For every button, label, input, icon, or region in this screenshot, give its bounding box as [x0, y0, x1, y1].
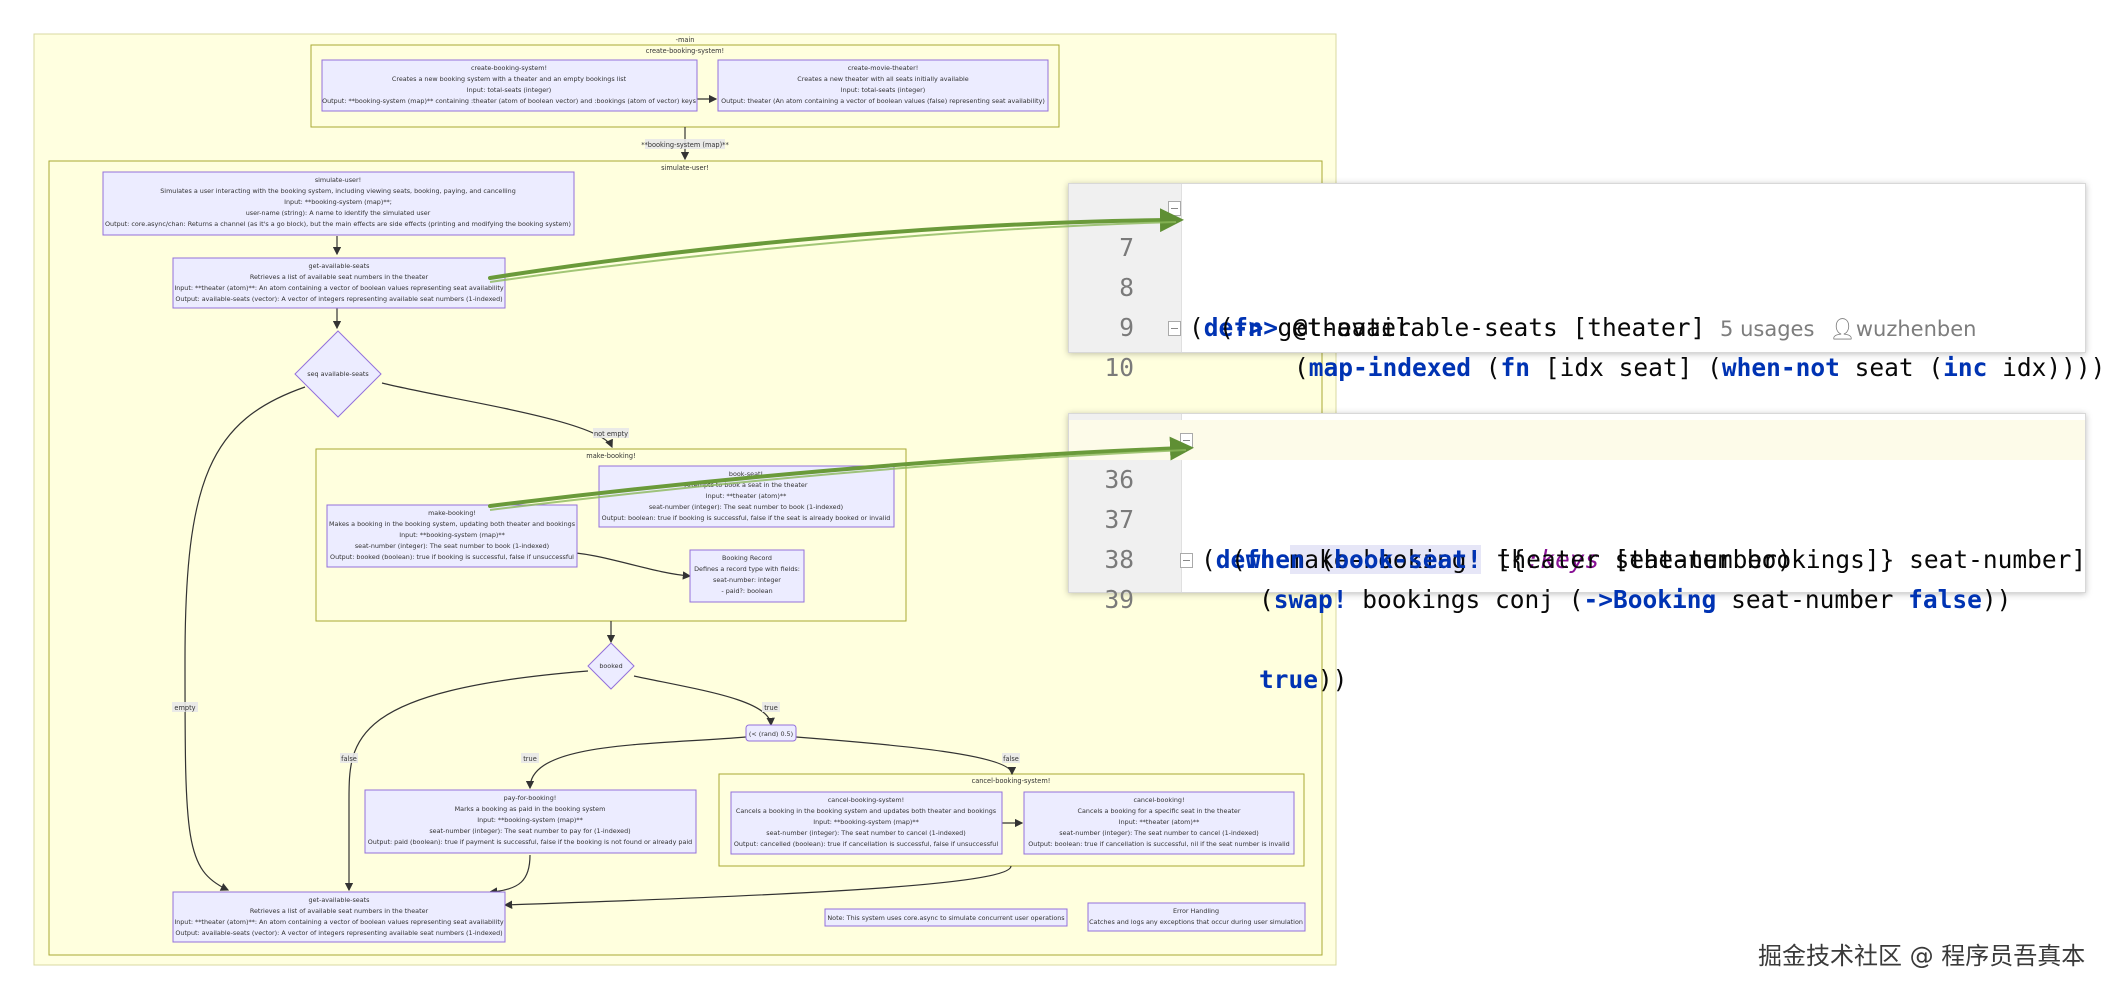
edge-rand-true — [525, 736, 747, 790]
svg-text:create-booking-system!Creates: create-booking-system!Creates a new book… — [322, 64, 697, 105]
node-seq-available-seats: seq available-seats — [294, 330, 382, 418]
edge-pay-to-get-seats — [488, 854, 531, 896]
svg-text:(< (rand) 0.5): (< (rand) 0.5) — [749, 730, 793, 738]
code-line: 37 (when (book-seat! theater seat-number… — [1069, 460, 2085, 574]
author-label[interactable]: wuzhenben — [1855, 317, 1977, 341]
fold-icon[interactable] — [1180, 433, 1193, 448]
edge-label-false-booked: false — [341, 755, 357, 763]
svg-text:make-booking!Makes a booking i: make-booking!Makes a booking in the book… — [329, 509, 576, 561]
code-panel-make-booking: 36 (defn make-booking! [{:keys [theater … — [1068, 413, 2086, 694]
node-create-booking-system: create-booking-system!Creates a new book… — [321, 59, 698, 112]
code-line: 38 (swap! bookings conj (->Booking seat-… — [1069, 500, 2085, 614]
edge-labels: **booking-system (map)** not empty empty… — [172, 139, 1020, 763]
svg-text:create-movie-theater!Creates a: create-movie-theater!Creates a new theat… — [721, 64, 1045, 105]
edge-label-true-rand: true — [523, 755, 537, 763]
svg-text:Note: This system uses core.as: Note: This system uses core.async to sim… — [827, 914, 1065, 922]
edge-rand-false — [795, 736, 1017, 776]
edge-label-not-empty: not empty — [594, 430, 628, 438]
code-line: 7 (defn get-available-seats [theater] 5 … — [1069, 188, 2085, 342]
code-line: 39 true)) — [1069, 540, 2085, 694]
code-line: 36 (defn make-booking! [{:keys [theater … — [1069, 420, 2086, 574]
main-cluster-title: -main — [676, 36, 695, 44]
edge-cancel-to-get-seats — [503, 865, 1012, 909]
node-cancel-booking: cancel-booking!Cancels a booking for a s… — [1023, 791, 1295, 855]
edge-booked-true — [633, 675, 775, 727]
code-panel-get-available-seats: 7 (defn get-available-seats [theater] 5 … — [1068, 183, 2105, 462]
node-cancel-booking-system: cancel-booking-system!Cancels a booking … — [730, 791, 1003, 855]
svg-text:seq available-seats: seq available-seats — [307, 370, 369, 378]
node-rand: (< (rand) 0.5) — [745, 724, 797, 742]
fold-icon[interactable] — [1168, 321, 1181, 336]
edge-label-booking-system-map: **booking-system (map)** — [641, 141, 729, 149]
make-booking-cluster-title: make-booking! — [586, 452, 635, 460]
watermark: 掘金技术社区 @ 程序员吾真本 — [1758, 942, 2086, 970]
create-booking-system-cluster-title: create-booking-system! — [646, 47, 724, 55]
edge-label-empty: empty — [174, 704, 195, 712]
node-simulate-user: simulate-user!Simulates a user interacti… — [102, 171, 575, 236]
code-line: 8 (->> @theater — [1069, 228, 2085, 342]
svg-text:cancel-booking!Cancels a booki: cancel-booking!Cancels a booking for a s… — [1028, 796, 1289, 848]
edge-label-true-booked: true — [764, 704, 778, 712]
svg-text:booked: booked — [599, 662, 622, 670]
fold-icon[interactable] — [1180, 553, 1193, 568]
node-pay-for-booking: pay-for-booking!Marks a booking as paid … — [364, 789, 697, 854]
simulate-user-cluster-title: simulate-user! — [661, 164, 709, 172]
author-icon: 👤︎ — [1829, 317, 1856, 341]
fold-icon[interactable] — [1168, 201, 1181, 216]
node-book-seat: book-seat!Attempts to book a seat in the… — [598, 465, 895, 528]
cancel-booking-system-cluster-title: cancel-booking-system! — [972, 777, 1051, 785]
line-number: 38 — [1104, 545, 1134, 574]
code-line: 10 (remove nil?))) — [1069, 308, 2085, 462]
line-number: 10 — [1104, 353, 1134, 382]
edge-label-false-rand: false — [1003, 755, 1019, 763]
svg-text:cancel-booking-system!Cancels: cancel-booking-system!Cancels a booking … — [734, 796, 998, 848]
edges — [184, 94, 1024, 909]
line-number: 9 — [1119, 313, 1134, 342]
usages-label[interactable]: 5 usages — [1720, 317, 1815, 341]
node-note: Note: This system uses core.async to sim… — [824, 908, 1068, 927]
code-line: 9 (map-indexed (fn [idx seat] (when-not … — [1069, 268, 2105, 382]
edge-seq-empty — [184, 386, 306, 891]
node-booked: booked — [587, 642, 635, 690]
svg-text:simulate-user!Simulates a user: simulate-user!Simulates a user interacti… — [105, 176, 571, 228]
node-make-booking: make-booking!Makes a booking in the book… — [326, 504, 578, 568]
svg-text:pay-for-booking!Marks a bookin: pay-for-booking!Marks a booking as paid … — [368, 794, 692, 846]
edge-booked-false — [344, 670, 589, 892]
node-create-movie-theater: create-movie-theater!Creates a new theat… — [717, 59, 1049, 112]
line-number: 39 — [1104, 585, 1134, 614]
